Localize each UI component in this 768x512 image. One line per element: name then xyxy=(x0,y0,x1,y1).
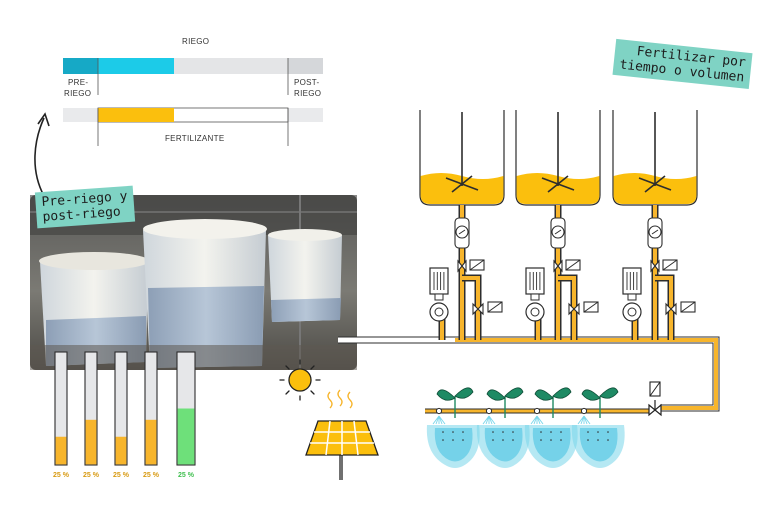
arrow-icon xyxy=(34,112,50,197)
tank-icon xyxy=(419,110,505,206)
pump-icon xyxy=(429,267,449,322)
gauge-fill xyxy=(55,436,67,465)
fertilizer-unit xyxy=(419,110,505,340)
post-riego-label-1: POST- xyxy=(294,78,320,87)
valve-icon xyxy=(568,301,599,316)
fertilizer-units xyxy=(419,110,698,340)
valve-icon xyxy=(650,259,678,273)
fertilizer-unit xyxy=(612,110,698,340)
pre-riego-segment xyxy=(63,58,98,74)
valve-icon xyxy=(665,301,696,316)
plant-icon xyxy=(476,387,530,468)
dripper-icon xyxy=(432,407,446,425)
gauge-fill xyxy=(177,408,195,465)
solar-panel-icon xyxy=(305,420,379,480)
tank-icon xyxy=(612,110,698,206)
heat-waves-icon xyxy=(327,389,353,409)
plants xyxy=(426,387,625,468)
pre-post-riego-tag: Pre-riego y post-riego xyxy=(34,185,136,229)
fertilizer-unit xyxy=(515,110,601,340)
flowmeter-icon xyxy=(647,217,663,249)
plant-icon xyxy=(524,387,578,468)
level-gauge xyxy=(176,351,196,466)
pre-riego-label-2: RIEGO xyxy=(64,89,92,98)
dripper-icon xyxy=(482,407,496,425)
feed-pipe xyxy=(338,336,720,412)
valve-icon xyxy=(648,381,662,417)
level-gauge xyxy=(144,351,158,466)
level-gauges xyxy=(54,351,196,466)
plant-icon xyxy=(426,387,480,468)
level-gauge xyxy=(54,351,68,466)
riego-label: RIEGO xyxy=(182,37,210,46)
fertilizante-timeline xyxy=(63,107,323,146)
flowmeter-icon xyxy=(550,217,566,249)
flowmeter-icon xyxy=(454,217,470,249)
sun-icon xyxy=(279,359,321,401)
level-gauge xyxy=(84,351,98,466)
gauge-percent-label: 25 % xyxy=(53,472,69,479)
dripper-icon xyxy=(530,407,544,425)
gauge-percent-label: 25 % xyxy=(143,472,159,479)
riego-timeline xyxy=(63,58,323,95)
gauge-fill xyxy=(145,419,157,465)
gauge-fill xyxy=(115,436,127,465)
gauge-fill xyxy=(85,419,97,465)
gauge-percent-label: 25 % xyxy=(113,472,129,479)
tank-icon xyxy=(515,110,601,206)
pump-icon xyxy=(525,267,545,322)
riego-active-segment xyxy=(98,58,174,74)
fertilizante-label: FERTILIZANTE xyxy=(165,134,225,143)
level-gauge xyxy=(114,351,128,466)
pre-riego-label-1: PRE- xyxy=(68,78,89,87)
post-riego-segment xyxy=(288,58,323,74)
pump-icon xyxy=(622,267,642,322)
plant-icon xyxy=(571,387,625,468)
dripper-icon xyxy=(577,407,591,425)
fertilizante-active-segment xyxy=(98,108,174,122)
valve-icon xyxy=(472,301,503,316)
valve-icon xyxy=(457,259,485,273)
gauge-percent-label: 25 % xyxy=(178,472,194,479)
gauge-percent-label: 25 % xyxy=(83,472,99,479)
valve-icon xyxy=(553,259,581,273)
post-riego-label-2: RIEGO xyxy=(294,89,322,98)
